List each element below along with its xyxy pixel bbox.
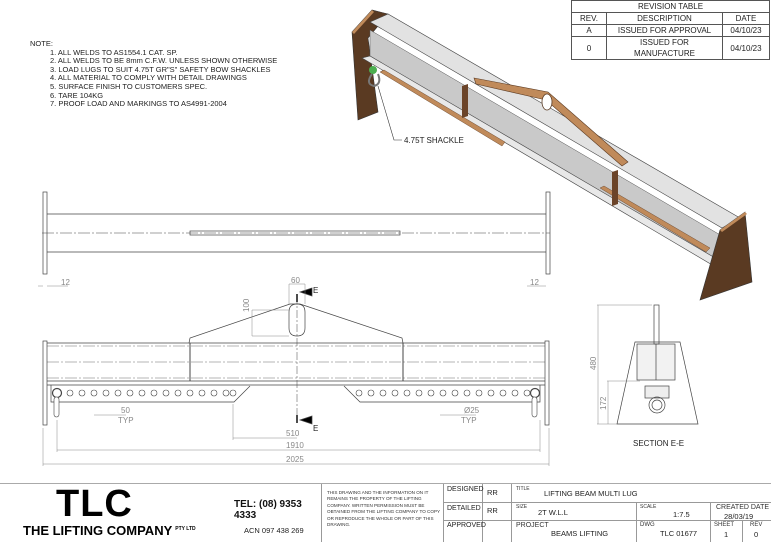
title-label: TITLE [516,486,530,492]
designed-label: DESIGNED [447,486,484,493]
dim-lug-height: 100 [242,298,251,312]
dim-right-plate: 12 [530,278,539,287]
disclaimer-cell: THIS DRAWING AND THE INFORMATION ON IT R… [322,484,444,542]
company-logo: TLC [56,483,133,525]
dim-lug-width: 60 [291,276,300,285]
dim-lug-span: 1910 [286,441,304,450]
note-item: 1. ALL WELDS TO AS1554.1 CAT. SP. [50,47,178,57]
created-date-value: 28/03/19 [724,512,754,521]
project-label: PROJECT [516,522,549,529]
scale-label: SCALE [640,504,657,510]
note-item: 4. ALL MATERIAL TO COMPLY WITH DETAIL DR… [50,73,247,83]
lifting-holes [51,387,541,418]
revision-row: 0 ISSUED FOR MANUFACTURE 04/10/23 [571,36,770,60]
dim-inner-span: 510 [286,429,300,438]
front-view [42,283,550,466]
rev-label: REV [750,522,763,528]
note-item: 6. TARE 104KG [50,90,104,100]
notes-heading: NOTE: [30,39,53,48]
isometric-view: 4.75T SHACKLE [351,9,753,301]
engineering-drawing: 4.75T SHACKLE 12 12 [38,9,753,466]
dwg-label: DWG [640,522,655,528]
section-mark-bottom: E [313,424,318,433]
company-suffix: PTY LTD [175,525,196,532]
company-phone: TEL: (08) 9353 4333 [234,499,302,521]
sheet-value: 1 [724,530,729,539]
scale-value: 1:7.5 [673,510,690,519]
dim-hole-pitch-note: TYP [118,416,134,425]
revision-description: ISSUED FOR MANUFACTURE [606,36,723,60]
rev-value: 0 [754,530,759,539]
dim-hole-diameter-note: TYP [461,416,477,425]
note-item: 7. PROOF LOAD AND MARKINGS TO AS4991-200… [50,99,227,109]
size-value: 2T W.L.L [538,508,568,517]
dim-section-lower: 172 [599,396,608,410]
note-item: 3. LOAD LUGS TO SUIT 4.75T GR"S" SAFETY … [50,64,271,74]
project-value: BEAMS LIFTING [551,529,609,538]
company-acn: ACN 097 438 269 [244,526,304,535]
designed-value: RR [487,488,498,497]
disclaimer-text: THIS DRAWING AND THE INFORMATION ON IT R… [327,490,440,528]
dim-hole-diameter: Ø25 [464,406,480,415]
approvals-cell [444,484,512,542]
section-view [597,304,699,425]
size-label: SIZE [516,504,528,510]
notes-block: NOTE: 1. ALL WELDS TO AS1554.1 CAT. SP. … [30,39,278,109]
dim-section-height: 480 [589,356,598,370]
revision-date: 04/10/23 [722,36,770,60]
section-view-title: SECTION E-E [633,439,684,448]
detailed-label: DETAILED [447,505,481,512]
note-item: 2. ALL WELDS TO BE 8mm C.F.W. UNLESS SHO… [50,56,278,66]
revision-rev: 0 [571,36,607,60]
dim-overall-length: 2025 [286,455,304,464]
drawing-title: LIFTING BEAM MULTI LUG [544,489,638,498]
approved-label: APPROVED [447,522,486,529]
sheet-label: SHEET [714,522,735,528]
shackle-callout: 4.75T SHACKLE [404,136,464,145]
note-item: 5. SURFACE FINISH TO CUSTOMERS SPEC. [50,81,208,91]
company-name-text: THE LIFTING COMPANY [23,523,173,538]
created-date-label: CREATED DATE [716,504,770,511]
revision-table: REVISION TABLE REV. DESCRIPTION DATE A I… [571,0,770,60]
dwg-value: TLC 01677 [660,529,698,538]
dim-left-plate: 12 [61,278,70,287]
dim-hole-pitch: 50 [121,406,130,415]
detailed-value: RR [487,506,498,515]
section-mark-top: E [313,286,318,295]
top-view [38,191,551,287]
